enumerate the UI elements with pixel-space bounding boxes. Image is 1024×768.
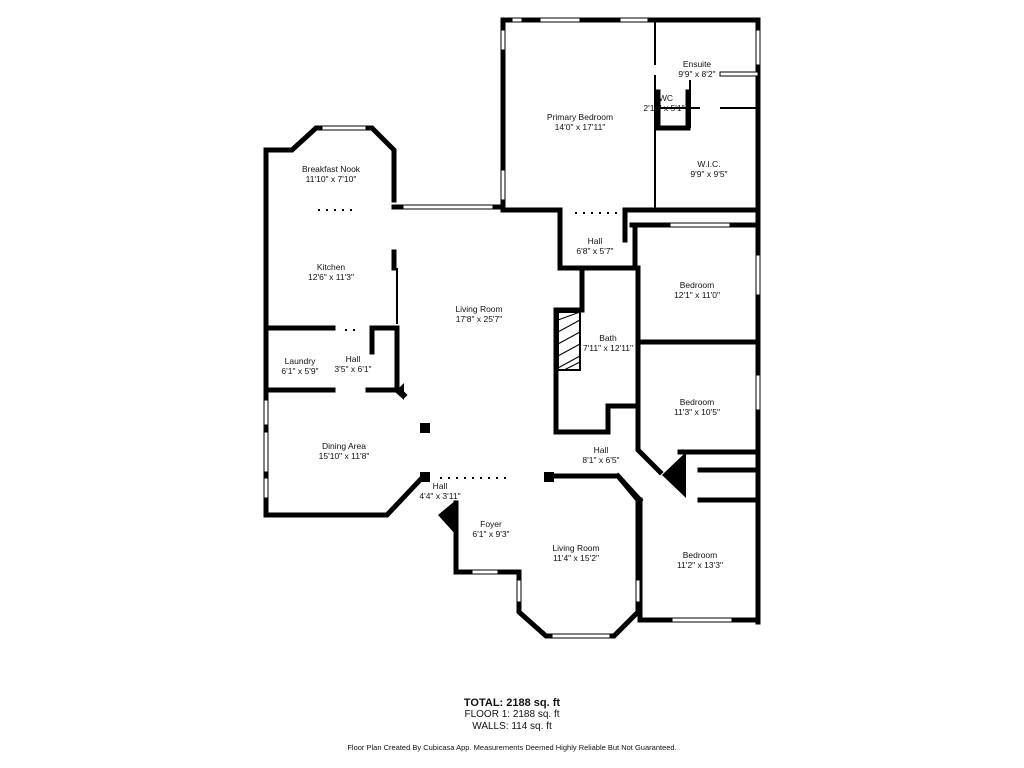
window xyxy=(719,71,759,77)
svg-text:11'3" x 10'5": 11'3" x 10'5" xyxy=(674,407,720,417)
room-label-living-room-2: Living Room 11'4" x 15'2" xyxy=(552,543,599,563)
room-label-breakfast-nook: Breakfast Nook 11'10" x 7'10" xyxy=(302,164,361,184)
area-totals: TOTAL: 2188 sq. ft FLOOR 1: 2188 sq. ft … xyxy=(0,697,1024,733)
door-wedge xyxy=(438,500,456,535)
svg-text:14'0" x 17'11": 14'0" x 17'11" xyxy=(555,122,606,132)
column xyxy=(420,472,430,482)
svg-text:Bedroom: Bedroom xyxy=(683,550,718,560)
svg-text:17'8" x 25'7": 17'8" x 25'7" xyxy=(456,314,503,324)
room-label-dining-area: Dining Area 15'10" x 11'8" xyxy=(319,441,370,461)
window xyxy=(539,17,581,23)
column xyxy=(420,423,430,433)
window xyxy=(500,169,506,201)
svg-text:Living Room: Living Room xyxy=(552,543,599,553)
bedroom-2-walls xyxy=(635,339,761,476)
fireplace xyxy=(557,311,581,371)
room-label-hall-foyer: Hall 4'4" x 3'11" xyxy=(419,481,460,501)
window xyxy=(402,204,494,210)
svg-text:4'4" x 3'11": 4'4" x 3'11" xyxy=(419,491,460,501)
svg-text:11'2" x 13'3": 11'2" x 13'3" xyxy=(677,560,723,570)
window xyxy=(516,579,522,603)
svg-text:Bedroom: Bedroom xyxy=(680,280,715,290)
svg-text:Breakfast Nook: Breakfast Nook xyxy=(302,164,361,174)
window xyxy=(321,125,367,131)
window xyxy=(671,617,733,623)
floor-plan: Primary Bedroom 14'0" x 17'11" Ensuite 9… xyxy=(263,17,761,639)
svg-text:6'1" x 5'9": 6'1" x 5'9" xyxy=(281,366,318,376)
svg-text:Primary Bedroom: Primary Bedroom xyxy=(547,112,613,122)
svg-text:W.I.C.: W.I.C. xyxy=(697,159,720,169)
column xyxy=(544,472,554,482)
room-label-wc: WC 2'11" x 5'1" xyxy=(643,93,684,113)
foyer-walls xyxy=(453,473,641,639)
window xyxy=(619,17,649,23)
svg-text:8'1" x 6'5": 8'1" x 6'5" xyxy=(582,455,619,465)
svg-text:Bath: Bath xyxy=(599,333,617,343)
svg-text:9'9" x 9'5": 9'9" x 9'5" xyxy=(690,169,727,179)
room-label-hall-center: Hall 8'1" x 6'5" xyxy=(582,445,619,465)
svg-text:9'9" x 8'2": 9'9" x 8'2" xyxy=(678,69,715,79)
svg-text:6'8" x 5'7": 6'8" x 5'7" xyxy=(576,246,613,256)
window xyxy=(263,431,269,473)
room-label-primary-bedroom: Primary Bedroom 14'0" x 17'11" xyxy=(547,112,613,132)
svg-text:Dining Area: Dining Area xyxy=(322,441,366,451)
svg-text:Ensuite: Ensuite xyxy=(683,59,712,69)
bath-walls xyxy=(553,265,641,435)
svg-text:Hall: Hall xyxy=(433,481,448,491)
svg-text:Laundry: Laundry xyxy=(285,356,316,366)
room-label-hall-small: Hall 3'5" x 6'1" xyxy=(334,354,371,374)
column xyxy=(395,383,404,400)
svg-text:WC: WC xyxy=(659,93,673,103)
window xyxy=(551,633,611,639)
window xyxy=(755,374,761,411)
svg-text:12'6" x 11'3": 12'6" x 11'3" xyxy=(308,272,354,282)
closet-door-wedge xyxy=(662,452,686,498)
svg-text:Hall: Hall xyxy=(594,445,609,455)
window xyxy=(635,579,641,603)
svg-text:6'1" x 9'3": 6'1" x 9'3" xyxy=(472,529,509,539)
window xyxy=(755,254,761,296)
room-label-ensuite: Ensuite 9'9" x 8'2" xyxy=(678,59,715,79)
room-label-bedroom-1: Bedroom 12'1" x 11'0" xyxy=(674,280,720,300)
room-label-bedroom-2: Bedroom 11'3" x 10'5" xyxy=(674,397,720,417)
room-label-bath: Bath 7'11" x 12'11" xyxy=(583,333,633,353)
svg-text:11'10" x 7'10": 11'10" x 7'10" xyxy=(306,174,357,184)
walls-area: WALLS: 114 sq. ft xyxy=(472,721,552,732)
room-label-kitchen: Kitchen 12'6" x 11'3" xyxy=(308,262,354,282)
svg-text:7'11" x 12'11": 7'11" x 12'11" xyxy=(583,343,633,353)
window xyxy=(263,399,269,426)
disclaimer: Floor Plan Created By Cubicasa App. Meas… xyxy=(347,743,677,752)
floor-1-area: FLOOR 1: 2188 sq. ft xyxy=(464,709,560,720)
svg-text:Kitchen: Kitchen xyxy=(317,262,346,272)
window xyxy=(511,17,523,23)
svg-text:Bedroom: Bedroom xyxy=(680,397,715,407)
kitchen-walls xyxy=(263,125,506,518)
svg-text:Foyer: Foyer xyxy=(480,519,502,529)
room-label-foyer: Foyer 6'1" x 9'3" xyxy=(472,519,509,539)
svg-text:3'5" x 6'1": 3'5" x 6'1" xyxy=(334,364,371,374)
window xyxy=(263,477,269,499)
svg-text:15'10" x 11'8": 15'10" x 11'8" xyxy=(319,451,370,461)
room-label-laundry: Laundry 6'1" x 5'9" xyxy=(281,356,318,376)
svg-text:Living Room: Living Room xyxy=(455,304,502,314)
total-area: TOTAL: 2188 sq. ft xyxy=(463,697,561,709)
svg-text:11'4" x 15'2": 11'4" x 15'2" xyxy=(553,553,599,563)
svg-text:12'1" x 11'0": 12'1" x 11'0" xyxy=(674,290,720,300)
room-label-living-room: Living Room 17'8" x 25'7" xyxy=(455,304,502,324)
window xyxy=(755,29,761,66)
window xyxy=(471,569,499,575)
svg-text:2'11" x 5'1": 2'11" x 5'1" xyxy=(643,103,684,113)
svg-text:Hall: Hall xyxy=(346,354,361,364)
primary-suite-walls xyxy=(500,17,761,625)
room-label-bedroom-3: Bedroom 11'2" x 13'3" xyxy=(677,550,723,570)
window xyxy=(500,29,506,51)
room-label-wic: W.I.C. 9'9" x 9'5" xyxy=(690,159,727,179)
room-label-hall-top: Hall 6'8" x 5'7" xyxy=(576,236,613,256)
window xyxy=(669,222,731,228)
svg-text:Hall: Hall xyxy=(588,236,603,246)
